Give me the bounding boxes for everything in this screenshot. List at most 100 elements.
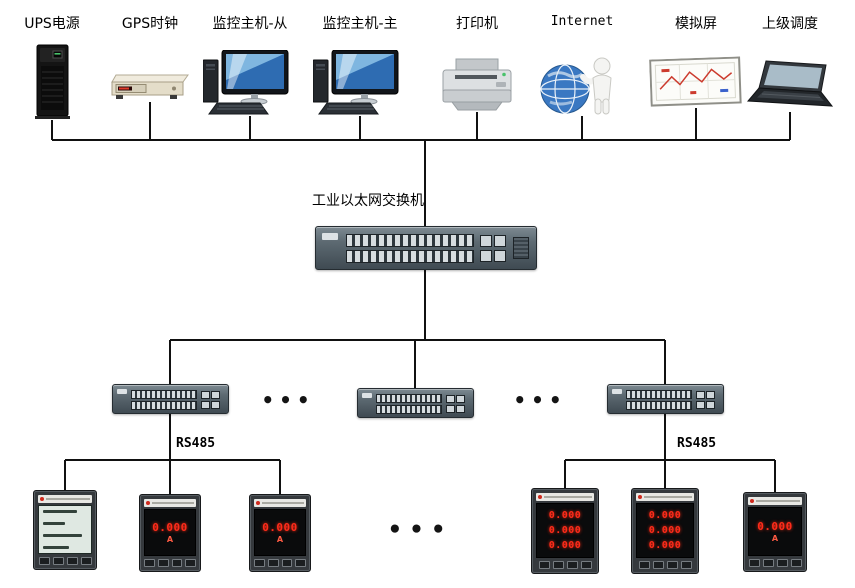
meter-row: 0.000 [648,524,682,536]
meter-key [185,558,196,567]
uplink-port [494,250,506,262]
lcd-segment [43,534,82,537]
meter-key [267,558,279,567]
switch-port-strip [376,405,442,414]
switch-brand-badge [612,389,622,394]
meter-key [790,558,802,567]
meter-key [776,558,788,567]
brand-dot [146,501,150,505]
switch-brand-badge [362,393,372,398]
sub-switch-right-icon [607,384,724,414]
label-internet: Internet [550,14,614,29]
brand-dot [40,497,44,501]
meter-row: 0.000 [548,539,582,551]
laptop-icon [746,60,834,116]
meter-buttons [536,560,594,569]
meter-brand-strip [38,495,92,503]
switch-port-strip [626,390,692,399]
meter-key [295,558,306,567]
meter-unit: A [166,535,174,544]
internet-globe-icon [538,54,626,120]
meter-led-display: 0.000 0.000 0.000 [636,503,694,558]
meter-key [281,558,293,567]
meter-brand-strip [536,493,594,501]
brand-dot [750,499,754,503]
meter-brand-strip [254,499,306,507]
uplink-port [446,395,455,403]
meter-buttons [144,558,196,567]
uplink-port [211,401,220,409]
meter-key [80,556,92,565]
label-mimic-panel: 模拟屏 [675,16,717,32]
meter-value: 0.000 [262,521,298,534]
switch-port-strip [376,394,442,403]
brand-line [152,502,194,504]
meter-key [748,558,760,567]
meter-value: 0.000 [757,520,793,533]
meter-key [638,560,650,569]
meter-key [171,558,183,567]
uplink-port [696,401,705,409]
brand-line [46,498,90,500]
power-meter-led: 0.000 A [249,494,311,572]
meter-key [538,560,550,569]
switch-port-strip [626,401,692,410]
uplink-port [696,391,705,399]
uplink-port [494,235,506,247]
meter-brand-strip [748,497,802,505]
uplink-port [706,391,715,399]
meter-row: 0.000 [548,509,582,521]
meter-key [66,556,78,565]
meter-buttons [636,560,694,569]
ellipsis-switch-left: ••• [261,388,315,412]
meter-key [652,560,664,569]
uplink-port [446,405,455,413]
label-ups: UPS电源 [24,16,80,32]
power-meter-multirow: 0.000 0.000 0.000 [631,488,699,574]
meter-value: 0.000 [152,521,188,534]
switch-port-strip [346,234,474,247]
meter-key [157,558,169,567]
uplink-port [706,401,715,409]
ellipsis-switch-right: ••• [513,388,567,412]
meter-unit: A [276,535,284,544]
meter-brand-strip [636,493,694,501]
switch-brand-badge [322,233,338,240]
power-meter-multirow: 0.000 0.000 0.000 [531,488,599,574]
meter-key [666,560,678,569]
meter-led-display: 0.000 A [254,509,306,556]
meter-key [580,560,592,569]
sub-switch-left-icon [112,384,229,414]
label-rs485-right: RS485 [677,436,717,451]
meter-led-display: 0.000 0.000 0.000 [536,503,594,558]
meter-row: 0.000 [548,524,582,536]
mimic-panel-icon [649,56,743,113]
gps-clock-icon [108,70,193,106]
ellipsis-meters: ••• [387,517,453,543]
uplink-port [456,395,465,403]
meter-key [254,558,265,567]
switch-port-strip [131,401,197,410]
switch-vent [513,237,529,259]
meter-key [762,558,774,567]
brand-dot [256,501,260,505]
label-host-master: 监控主机-主 [322,16,398,32]
meter-key [566,560,578,569]
meter-row: 0.000 [648,509,682,521]
host-slave-icon [202,49,298,120]
power-meter-lcd [33,490,97,570]
uplink-port [201,391,210,399]
brand-line [756,500,800,502]
label-ethernet-switch: 工业以太网交换机 [312,193,424,209]
printer-icon [440,58,514,116]
lcd-segment [43,546,70,549]
power-meter-led: 0.000 A [139,494,201,572]
lcd-segment [43,510,78,513]
main-ethernet-switch-icon [315,226,537,270]
meter-brand-strip [144,499,196,507]
brand-dot [538,495,542,499]
switch-brand-badge [117,389,127,394]
uplink-port [480,250,492,262]
